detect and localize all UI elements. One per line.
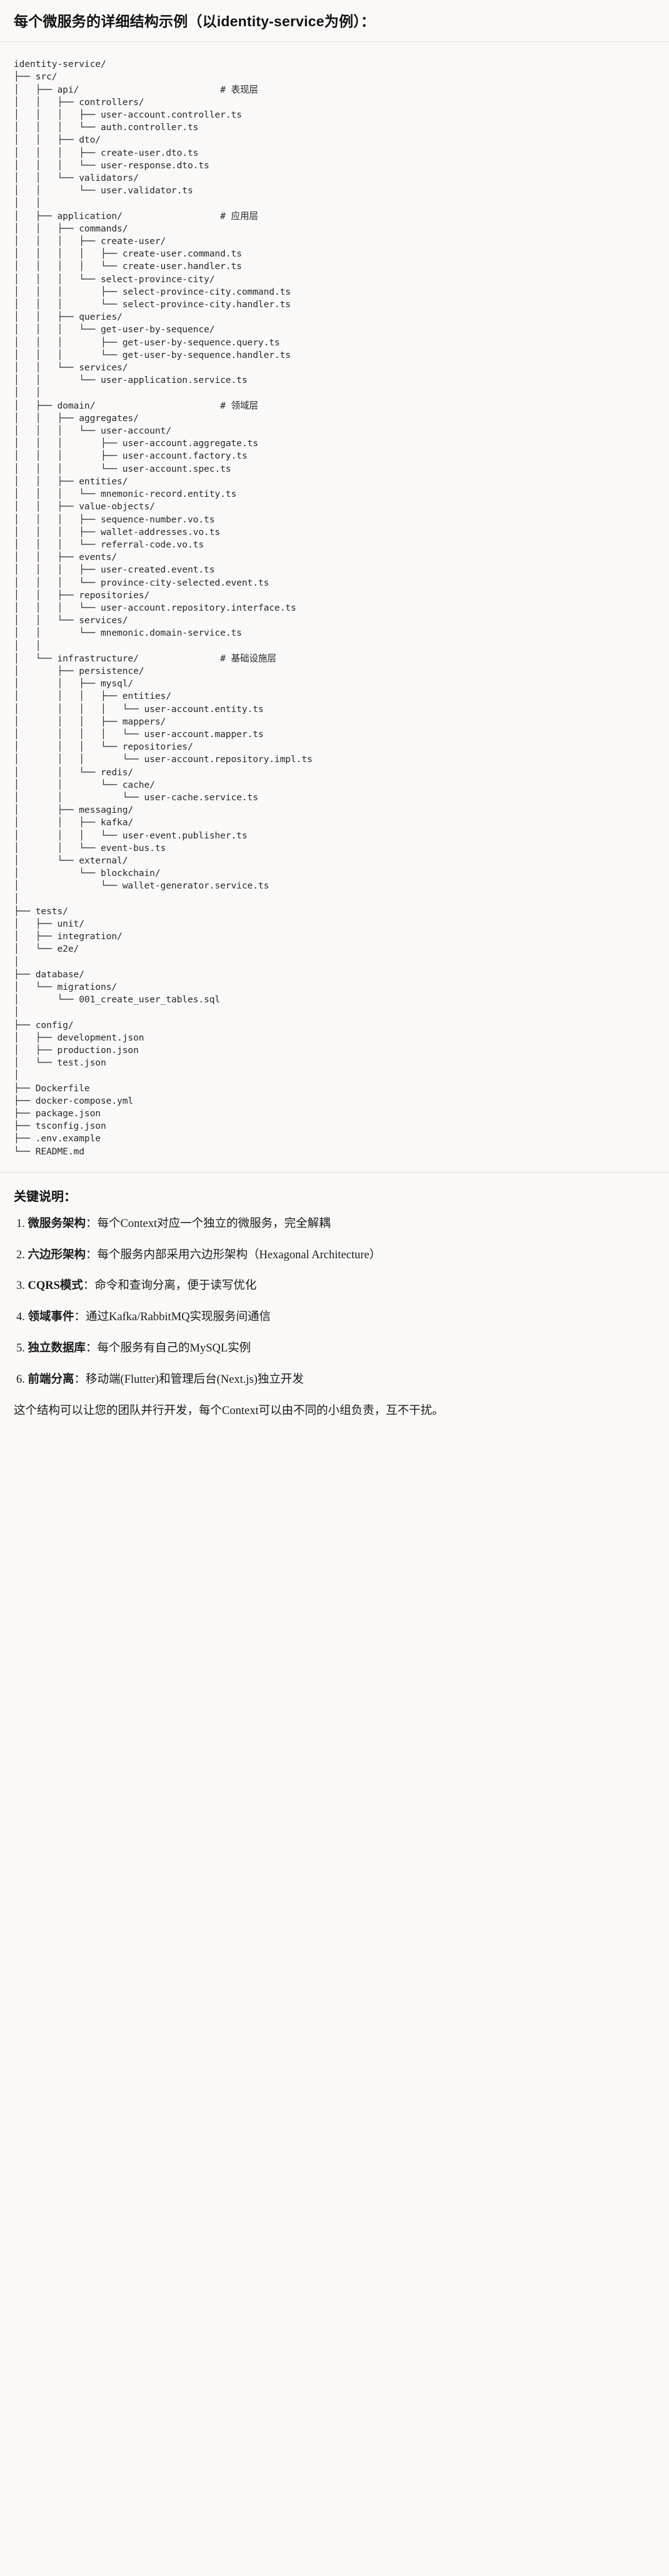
key-point-separator: ： [86, 1217, 98, 1230]
heading-divider [0, 41, 669, 43]
key-points-section: 关键说明： 微服务架构：每个Context对应一个独立的微服务，完全解耦 六边形… [0, 1173, 669, 1439]
key-point-separator: ： [83, 1280, 95, 1293]
key-point-description: 每个服务内部采用六边形架构（Hexagonal Architecture） [97, 1248, 381, 1261]
page-title: 每个微服务的详细结构示例（以identity-service为例）： [14, 13, 376, 29]
key-point-description: 通过Kafka/RabbitMQ实现服务间通信 [86, 1311, 271, 1324]
key-point-separator: ： [74, 1373, 86, 1386]
directory-tree-block: identity-service/ ├── src/ │ ├── api/ # … [0, 42, 669, 1172]
key-point-separator: ： [86, 1248, 98, 1261]
key-point-description: 每个Context对应一个独立的微服务，完全解耦 [97, 1217, 331, 1230]
key-point-separator: ： [86, 1341, 98, 1355]
list-item: 领域事件：通过Kafka/RabbitMQ实现服务间通信 [16, 1309, 655, 1326]
key-point-term: 独立数据库 [28, 1341, 86, 1355]
list-item: 独立数据库：每个服务有自己的MySQL实例 [16, 1340, 655, 1358]
list-item: 六边形架构：每个服务内部采用六边形架构（Hexagonal Architectu… [16, 1247, 655, 1265]
document-page: 每个微服务的详细结构示例（以identity-service为例）： ident… [0, 0, 669, 1439]
key-point-term: 前端分离 [28, 1373, 74, 1386]
key-point-term: 微服务架构 [28, 1217, 86, 1230]
key-point-term: CQRS模式 [28, 1280, 83, 1293]
directory-tree: identity-service/ ├── src/ │ ├── api/ # … [14, 59, 313, 1157]
key-point-description: 命令和查询分离，便于读写优化 [94, 1280, 257, 1293]
list-item: CQRS模式：命令和查询分离，便于读写优化 [16, 1278, 655, 1295]
key-points-title: 关键说明： [14, 1189, 76, 1204]
key-points-list: 微服务架构：每个Context对应一个独立的微服务，完全解耦 六边形架构：每个服… [14, 1216, 655, 1389]
key-point-term: 领域事件 [28, 1311, 74, 1324]
key-point-term: 六边形架构 [28, 1248, 86, 1261]
key-point-description: 每个服务有自己的MySQL实例 [97, 1341, 251, 1355]
key-point-description: 移动端(Flutter)和管理后台(Next.js)独立开发 [86, 1373, 304, 1386]
tree-divider [0, 1171, 669, 1173]
list-item: 微服务架构：每个Context对应一个独立的微服务，完全解耦 [16, 1216, 655, 1233]
key-points-outro: 这个结构可以让您的团队并行开发，每个Context可以由不同的小组负责，互不干扰… [14, 1405, 444, 1418]
key-point-separator: ： [74, 1311, 86, 1324]
list-item: 前端分离：移动端(Flutter)和管理后台(Next.js)独立开发 [16, 1372, 655, 1389]
